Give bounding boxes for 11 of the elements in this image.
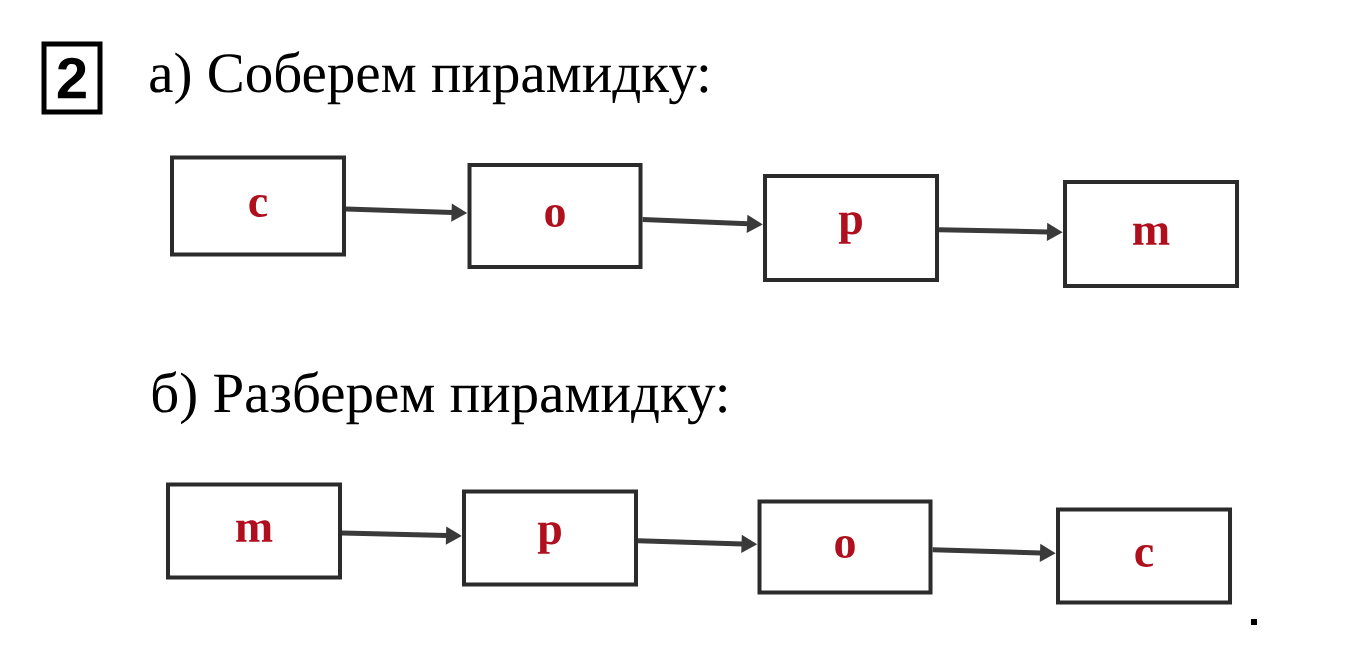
letter-box: m (166, 482, 342, 580)
letter-box: m (1063, 180, 1239, 288)
letter-box: о (757, 499, 933, 595)
task-number-box: 2 (41, 41, 103, 115)
letter-box: р (763, 174, 939, 282)
letter-box: о (467, 163, 643, 269)
letter-box: с (170, 155, 346, 257)
letter-box: р (462, 489, 638, 587)
heading: б) Разберем пирамидку: (152, 371, 726, 425)
heading: а) Соберем пирамидку: (150, 51, 708, 105)
letter-box: с (1056, 507, 1232, 605)
